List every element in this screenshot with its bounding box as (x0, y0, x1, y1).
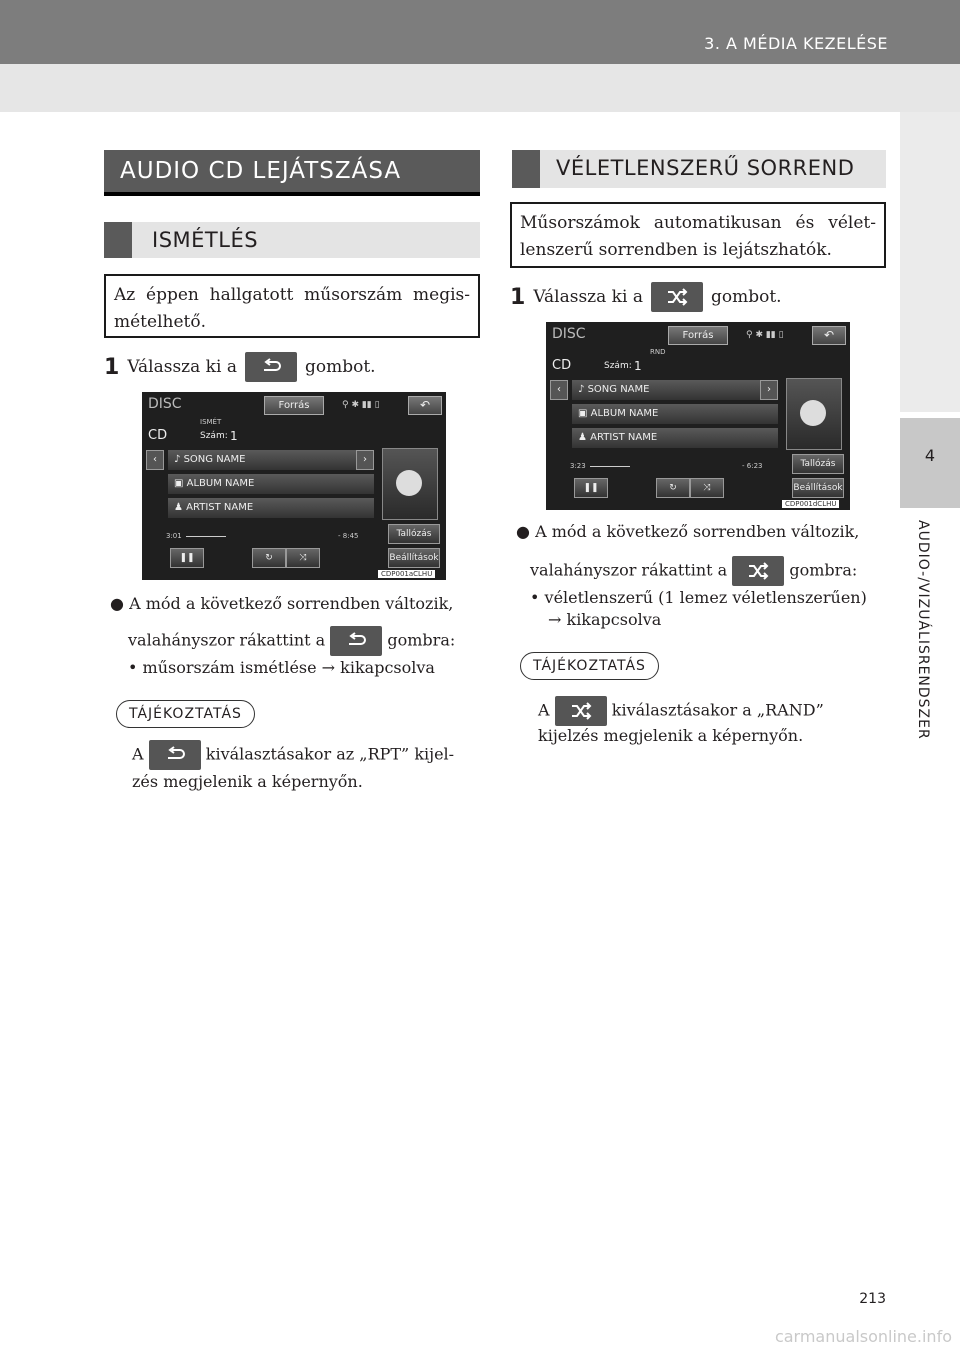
source-button: Forrás (668, 326, 728, 345)
next-icon: › (760, 380, 778, 400)
status-icons: ⚲ ✱ ▮▮ ▯ (746, 330, 784, 340)
bullet-icon: ● (516, 522, 530, 541)
chapter-side-label: AUDIO-/VIZUÁLISRENDSZER (915, 520, 931, 740)
back-button: ↶ (408, 396, 442, 415)
album-row: ▣ ALBUM NAME (168, 474, 374, 494)
cd-icon (382, 448, 438, 520)
repeat-button-icon (148, 740, 201, 770)
intro-box-random: Műsorszámok automatikusan és vélet-lensz… (510, 202, 886, 268)
artist-icon: ♟ (578, 432, 587, 443)
subsection-title-repeat: ISMÉTLÉS (104, 222, 480, 258)
album-icon: ▣ (578, 408, 588, 419)
chapter-tab: 4 (900, 418, 960, 508)
header-bar: 3. A MÉDIA KEZELÉSE (0, 0, 960, 64)
subsection-marker (104, 222, 132, 258)
watermark: carmanualsonline.info (774, 1327, 952, 1346)
repeat-icon: ↻ (252, 548, 286, 568)
page-number: 213 (859, 1291, 886, 1307)
artist-icon: ♟ (174, 502, 183, 513)
progress-bar (590, 466, 630, 467)
prev-icon: ‹ (550, 380, 568, 400)
song-row: ♪ SONG NAME (572, 380, 760, 400)
shuffle-button-icon (650, 282, 703, 312)
section-title-audio-cd: AUDIO CD LEJÁTSZÁSA (104, 150, 480, 196)
pause-icon: ❚❚ (170, 548, 204, 568)
screenshot-repeat: DISC ISMÉT CD Szám: 1 Forrás ⚲ ✱ ▮▮ ▯ ↶ … (142, 392, 446, 580)
bullet-random: ● A mód a következő sorrendben változik, (516, 522, 860, 541)
artist-row: ♟ ARTIST NAME (168, 498, 374, 518)
bullet-random-line2: valahányszor rákattint a gombra: (530, 556, 886, 586)
section-title-random: VÉLETLENSZERŰ SORREND (512, 150, 886, 188)
artist-row: ♟ ARTIST NAME (572, 428, 778, 448)
side-tab-background (900, 112, 960, 412)
info-text-random-line2: kijelzés megjelenik a képernyőn. (538, 726, 804, 745)
sub-bullet-random-2: → kikapcsolva (548, 610, 662, 629)
step-1-random: 1 Válassza ki a gombot. (510, 282, 782, 312)
status-icons: ⚲ ✱ ▮▮ ▯ (342, 400, 380, 410)
shuffle-button-icon (732, 556, 785, 586)
note-icon: ♪ (578, 384, 585, 395)
info-text-random: A kiválasztásakor a „RAND” (538, 696, 886, 726)
progress-bar (186, 536, 226, 537)
info-label: TÁJÉKOZTATÁS (116, 700, 255, 728)
next-icon: › (356, 450, 374, 470)
source-button: Forrás (264, 396, 324, 415)
bullet-icon: ● (110, 594, 124, 613)
sub-bullet-random-1: • véletlenszerű (1 lemez véletlenszerűen… (530, 588, 867, 607)
repeat-button-icon (330, 626, 383, 656)
chapter-title: 3. A MÉDIA KEZELÉSE (704, 34, 888, 53)
screenshot-random: DISC RND CD Szám: 1 Forrás ⚲ ✱ ▮▮ ▯ ↶ ‹ … (546, 322, 850, 510)
section-marker (512, 150, 540, 188)
info-text-repeat-line2: zés megjelenik a képernyőn. (132, 772, 363, 791)
bullet-repeat: ● A mód a következő sorrendben változik, (110, 594, 454, 613)
shuffle-button-icon (554, 696, 607, 726)
bullet-repeat-line2: valahányszor rákattint a gombra: (128, 626, 480, 656)
info-text-repeat: A kiválasztásakor az „RPT” kijel- (132, 740, 480, 770)
repeat-icon: ↻ (656, 478, 690, 498)
intro-box-repeat: Az éppen hallgatott műsorszám megis-méte… (104, 274, 480, 338)
song-row: ♪ SONG NAME (168, 450, 356, 470)
album-row: ▣ ALBUM NAME (572, 404, 778, 424)
header-band (0, 64, 960, 112)
info-label: TÁJÉKOZTATÁS (520, 652, 659, 680)
album-icon: ▣ (174, 478, 184, 489)
cd-icon (786, 378, 842, 450)
pause-icon: ❚❚ (574, 478, 608, 498)
chapter-number: 4 (924, 446, 936, 465)
back-button: ↶ (812, 326, 846, 345)
shuffle-icon: ⤨ (286, 548, 320, 568)
sub-bullet-repeat: • műsorszám ismétlése → kikapcsolva (128, 658, 435, 677)
shuffle-icon: ⤨ (690, 478, 724, 498)
repeat-button-icon (244, 352, 297, 382)
prev-icon: ‹ (146, 450, 164, 470)
step-1-repeat: 1 Válassza ki a gombot. (104, 352, 376, 382)
note-icon: ♪ (174, 454, 181, 465)
